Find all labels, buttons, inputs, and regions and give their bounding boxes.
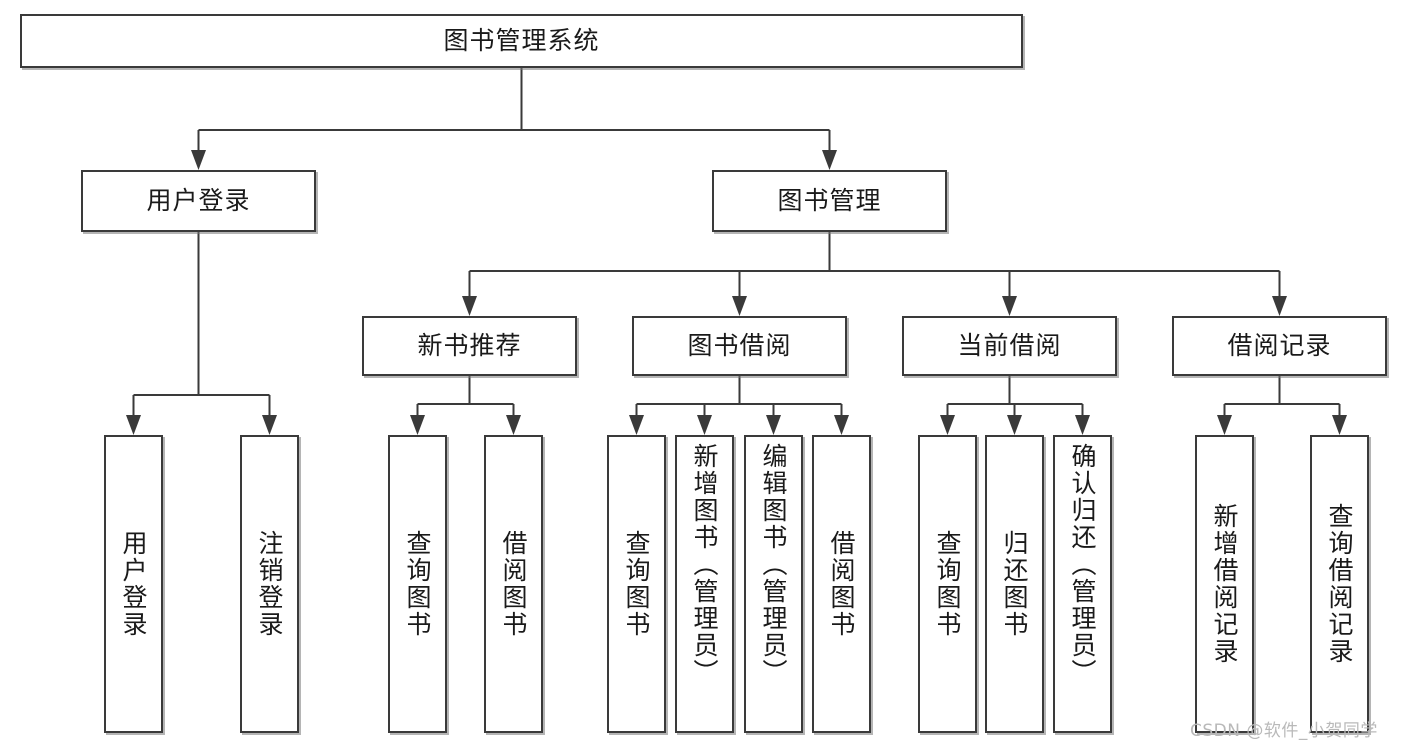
arrowhead-leaf-add-borrow-record <box>1217 415 1232 435</box>
arrowhead-leaf-borrow-book-2 <box>834 415 849 435</box>
arrowhead-leaf-borrow-book-1 <box>506 415 521 435</box>
node-borrow-record[interactable]: 借阅记录 <box>1172 316 1387 376</box>
arrowhead-leaf-add-book <box>697 415 712 435</box>
node-label-book-borrow: 图书借阅 <box>687 331 792 361</box>
node-label-leaf-query-book-2: 查询图书 <box>622 530 651 638</box>
node-label-leaf-user-login: 用户登录 <box>119 530 148 638</box>
node-leaf-add-book[interactable]: 新增图书（管理员） <box>675 435 734 733</box>
node-label-root: 图书管理系统 <box>443 26 600 56</box>
node-book-manage[interactable]: 图书管理 <box>712 170 947 232</box>
arrowhead-leaf-query-book-3 <box>940 415 955 435</box>
arrowhead-leaf-query-borrow-record <box>1332 415 1347 435</box>
arrowhead-leaf-confirm-return <box>1075 415 1090 435</box>
node-user-login[interactable]: 用户登录 <box>81 170 316 232</box>
node-label-user-login: 用户登录 <box>146 186 251 216</box>
arrowhead-user-login <box>191 150 206 170</box>
node-label-book-manage: 图书管理 <box>777 186 882 216</box>
node-label-borrow-record: 借阅记录 <box>1227 331 1332 361</box>
arrowhead-current-borrow <box>1002 296 1017 316</box>
node-label-leaf-return-book: 归还图书 <box>1000 530 1029 638</box>
node-leaf-add-borrow-record[interactable]: 新增借阅记录 <box>1195 435 1254 733</box>
node-leaf-user-login[interactable]: 用户登录 <box>104 435 163 733</box>
arrowhead-leaf-edit-book <box>766 415 781 435</box>
node-leaf-query-book-2[interactable]: 查询图书 <box>607 435 666 733</box>
node-label-leaf-query-book-1: 查询图书 <box>403 530 432 638</box>
arrowhead-leaf-query-book-1 <box>410 415 425 435</box>
node-label-leaf-borrow-book-1: 借阅图书 <box>499 530 528 638</box>
node-leaf-query-book-3[interactable]: 查询图书 <box>918 435 977 733</box>
node-label-leaf-add-borrow-record: 新增借阅记录 <box>1210 503 1239 665</box>
node-new-book-recommend[interactable]: 新书推荐 <box>362 316 577 376</box>
node-label-leaf-edit-book: 编辑图书（管理员） <box>759 443 788 686</box>
node-label-current-borrow: 当前借阅 <box>957 331 1062 361</box>
arrowhead-leaf-logout <box>262 415 277 435</box>
node-label-new-book-recommend: 新书推荐 <box>417 331 522 361</box>
node-leaf-borrow-book-1[interactable]: 借阅图书 <box>484 435 543 733</box>
node-label-leaf-query-book-3: 查询图书 <box>933 530 962 638</box>
arrowhead-borrow-record <box>1272 296 1287 316</box>
node-leaf-query-borrow-record[interactable]: 查询借阅记录 <box>1310 435 1369 733</box>
node-leaf-edit-book[interactable]: 编辑图书（管理员） <box>744 435 803 733</box>
node-current-borrow[interactable]: 当前借阅 <box>902 316 1117 376</box>
node-label-leaf-borrow-book-2: 借阅图书 <box>827 530 856 638</box>
node-root[interactable]: 图书管理系统 <box>20 14 1023 68</box>
arrowhead-book-borrow <box>732 296 747 316</box>
arrowhead-book-manage <box>822 150 837 170</box>
node-label-leaf-confirm-return: 确认归还（管理员） <box>1068 443 1097 686</box>
node-leaf-return-book[interactable]: 归还图书 <box>985 435 1044 733</box>
node-label-leaf-add-book: 新增图书（管理员） <box>690 443 719 686</box>
node-leaf-confirm-return[interactable]: 确认归还（管理员） <box>1053 435 1112 733</box>
node-label-leaf-query-borrow-record: 查询借阅记录 <box>1325 503 1354 665</box>
node-leaf-query-book-1[interactable]: 查询图书 <box>388 435 447 733</box>
node-label-leaf-logout: 注销登录 <box>255 530 284 638</box>
node-leaf-logout[interactable]: 注销登录 <box>240 435 299 733</box>
node-book-borrow[interactable]: 图书借阅 <box>632 316 847 376</box>
arrowhead-leaf-user-login <box>126 415 141 435</box>
arrowhead-leaf-return-book <box>1007 415 1022 435</box>
arrowhead-new-book-recommend <box>462 296 477 316</box>
node-leaf-borrow-book-2[interactable]: 借阅图书 <box>812 435 871 733</box>
arrowhead-leaf-query-book-2 <box>629 415 644 435</box>
